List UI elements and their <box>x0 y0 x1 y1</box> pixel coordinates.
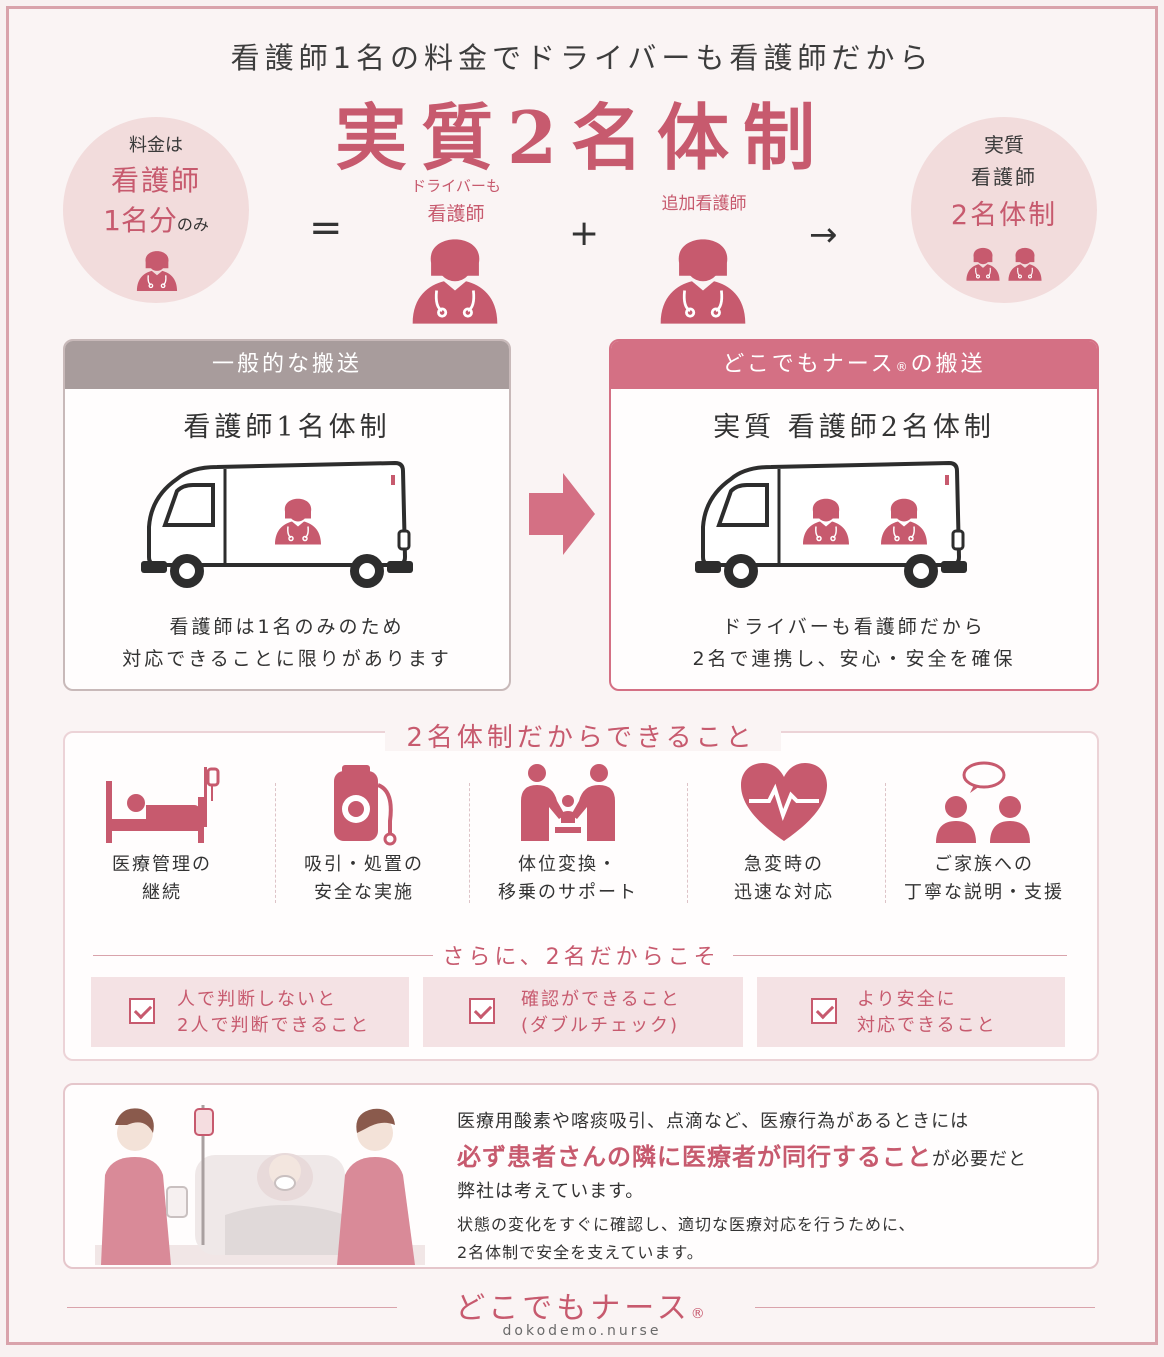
message-line3: 弊社は考えています。 <box>457 1181 645 1202</box>
price-line2: 看護師 <box>110 164 201 197</box>
brand-name: どこでもナース <box>455 1291 691 1326</box>
message-line5: 2名体制で安全を支えています。 <box>457 1243 704 1262</box>
checkbox-icon <box>129 998 155 1024</box>
checkbox-icon <box>811 998 837 1024</box>
general-panel-header: 一般的な搬送 <box>65 341 509 389</box>
check-item: 人で判断しないと 2人で判断できること <box>91 977 409 1047</box>
capability-line2: 安全な実施 <box>314 882 414 903</box>
dokodemo-panel-header: どこでもナース®の搬送 <box>611 341 1097 389</box>
result-line2: 看護師 <box>971 165 1037 189</box>
brand-reg: ® <box>690 1306 709 1322</box>
capability-line2: 迅速な対応 <box>734 882 834 903</box>
price-unit: 名分 <box>120 204 177 237</box>
nurse1-label-a: ドライバーも <box>411 177 501 195</box>
family-talk-icon <box>936 761 1030 843</box>
general-desc-line1: 看護師は1名のみのため <box>169 616 405 638</box>
dokodemo-desc-line1: ドライバーも看護師だから <box>722 616 986 638</box>
message-line2-rest: が必要だと <box>932 1149 1027 1170</box>
nurse-icon <box>965 241 1001 281</box>
general-panel-title: 看護師1名体制 <box>183 412 391 443</box>
general-transport-panel: 一般的な搬送 看護師1名体制 看護師は1名のみのため 対応できることに限りがあり… <box>63 339 511 691</box>
capabilities-title: 2名体制だからできること <box>406 723 756 753</box>
nurse1-label-b: 看護師 <box>427 203 485 225</box>
capability-suction: 吸引・処置の 安全な実施 <box>269 761 459 907</box>
price-number: 1 <box>103 204 121 237</box>
capabilities-box: 2名体制だからできること 医療管理の 継続 <box>63 715 1099 1061</box>
footer-brand: どこでもナース® <box>9 1283 1155 1327</box>
check-line1: より安全に <box>857 989 957 1010</box>
capability-line1: 医療管理の <box>112 854 212 875</box>
price-circle: 料金は 看護師 1名分のみ <box>63 117 249 303</box>
result-line3: 2名体制 <box>950 200 1058 231</box>
capability-family-support: ご家族への 丁寧な説明・支援 <box>889 761 1079 907</box>
dokodemo-header-tail: の搬送 <box>910 352 986 377</box>
message-line1: 医療用酸素や喀痰吸引、点滴など、医療行為があるときには <box>457 1111 970 1132</box>
dokodemo-header-reg: ® <box>895 360 911 374</box>
capability-line1: 急変時の <box>744 854 824 875</box>
check-line1: 確認ができること <box>521 989 681 1010</box>
dokodemo-panel-title: 実質 看護師2名体制 <box>713 412 995 443</box>
check-line2: 対応できること <box>857 1015 997 1036</box>
dokodemo-desc-line2: 2名で連携し、安心・安全を確保 <box>692 648 1016 670</box>
nurse-icon <box>273 489 323 545</box>
footer-handle: dokodemo.nurse <box>502 1323 662 1339</box>
additional-nurse-icon <box>657 221 749 325</box>
nurse-icon <box>879 489 929 545</box>
nurse-icon <box>801 489 851 545</box>
heart-pulse-icon <box>741 763 827 841</box>
header-subtitle: 看護師1名の料金でドライバーも看護師だから <box>230 41 934 75</box>
message-box: 医療用酸素や喀痰吸引、点滴など、医療行為があるときには 必ず患者さんの隣に医療者… <box>63 1083 1099 1269</box>
message-emphasis: 必ず患者さんの隣に医療者が同行すること <box>457 1143 932 1171</box>
check-line2: 2人で判断できること <box>177 1015 371 1036</box>
result-line1: 実質 <box>984 133 1024 157</box>
price-line1: 料金は <box>129 135 183 156</box>
nurse-icon <box>135 243 179 291</box>
sub-section-title: さらに、2名だからこそ <box>442 945 720 970</box>
capability-line2: 継続 <box>142 882 182 903</box>
capability-emergency: 急変時の 迅速な対応 <box>689 761 879 907</box>
price-only: のみ <box>176 215 209 234</box>
general-desc-line2: 対応できることに限りがあります <box>122 648 452 670</box>
result-circle: 実質 看護師 2名体制 <box>911 117 1097 303</box>
big-arrow-icon <box>529 473 595 555</box>
message-line4: 状態の変化をすぐに確認し、適切な医療対応を行うために、 <box>457 1215 916 1234</box>
dokodemo-header-brand: どこでもナース <box>722 352 896 377</box>
nurse-icon <box>1007 241 1043 281</box>
equals-sign: = <box>309 205 343 251</box>
capability-line2: 移乗のサポート <box>498 882 638 903</box>
check-line2: (ダブルチェック) <box>521 1015 680 1036</box>
capability-line2: 丁寧な説明・支援 <box>904 882 1064 903</box>
price-line3: 1名分のみ <box>63 199 249 239</box>
capability-transfer: 体位変換・ 移乗のサポート <box>473 761 663 907</box>
nurse2-label: 追加看護師 <box>661 194 747 214</box>
plus-sign: + <box>569 213 600 254</box>
driver-nurse-icon <box>409 221 501 325</box>
check-item: より安全に対応できること <box>757 977 1065 1047</box>
capability-line1: 体位変換・ <box>518 854 618 875</box>
patient-transfer-icon <box>521 764 615 841</box>
check-line1: 人で判断しないと <box>177 989 337 1010</box>
suction-device-icon <box>334 765 397 846</box>
message-line2: 必ず患者さんの隣に医療者が同行することが必要だと <box>457 1137 1027 1172</box>
arrow-icon: → <box>809 215 838 255</box>
infographic-page: 看護師1名の料金でドライバーも看護師だから 実質2名体制 料金は 看護師 1名分… <box>6 6 1158 1345</box>
checkbox-icon <box>469 998 495 1024</box>
hospital-bed-icon <box>106 767 220 843</box>
dokodemo-transport-panel: どこでもナース®の搬送 実質 看護師2名体制 ドライバーも看護師だから 2名で連… <box>609 339 1099 691</box>
capability-line1: 吸引・処置の <box>304 854 424 875</box>
header-title: 実質2名体制 <box>334 95 830 180</box>
capability-line1: ご家族への <box>934 854 1034 875</box>
capability-medical-management: 医療管理の 継続 <box>67 761 257 907</box>
check-item: 確認ができること (ダブルチェック) <box>423 977 743 1047</box>
nurses-with-patient-illustration <box>95 1105 425 1265</box>
